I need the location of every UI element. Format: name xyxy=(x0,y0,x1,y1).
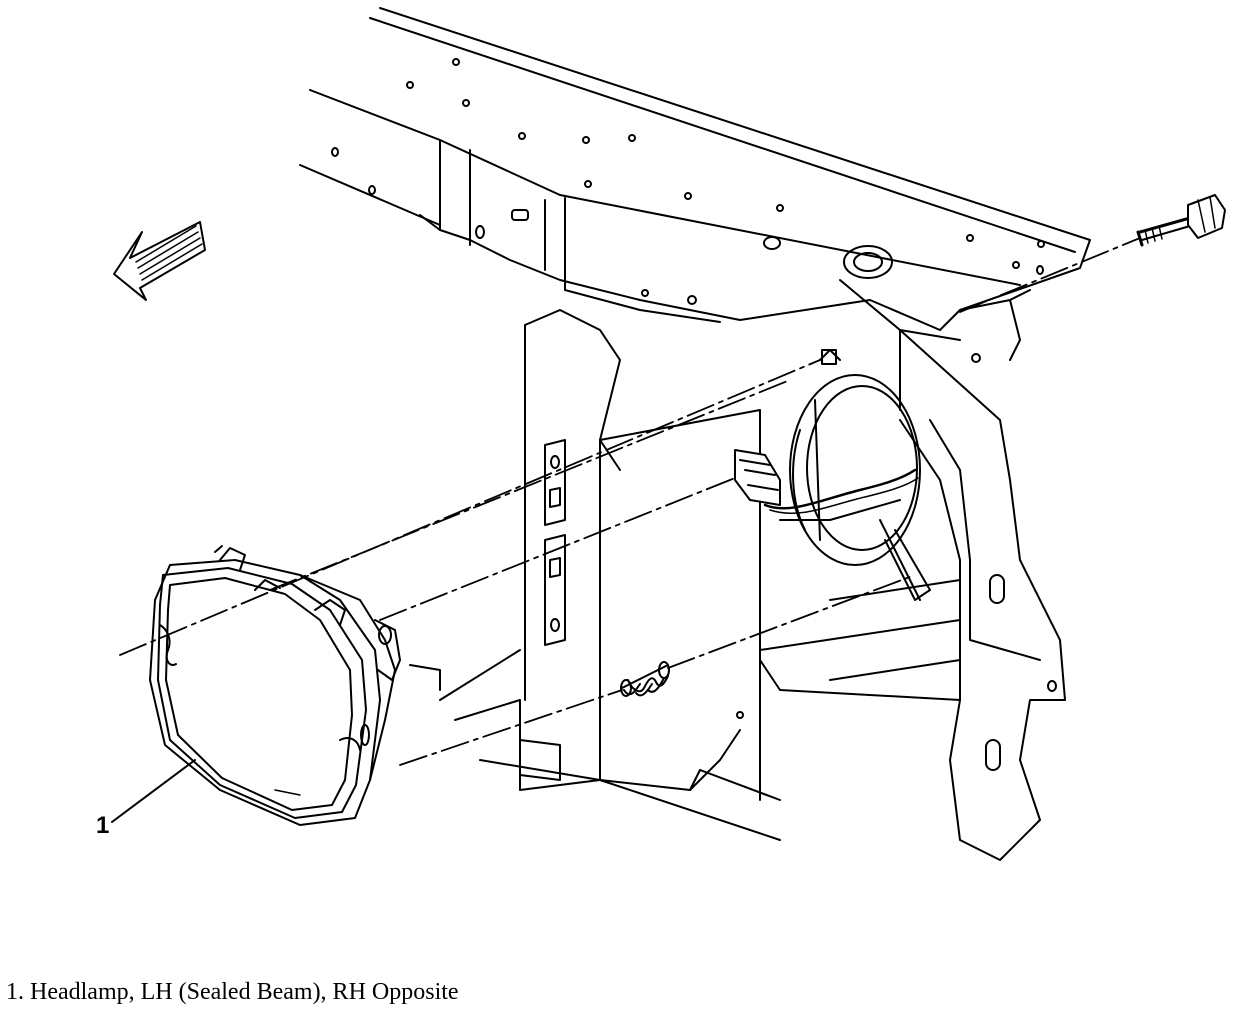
side-bracket-panel xyxy=(736,329,1066,861)
headlamp-sealed-beam xyxy=(149,545,441,826)
retaining-spring-icon xyxy=(620,661,670,697)
front-direction-arrow-icon xyxy=(113,221,206,301)
callout-leader-1 xyxy=(111,759,196,823)
radiator-support-tie-bar xyxy=(299,7,1091,411)
alignment-lines xyxy=(119,237,1141,766)
legend-item-1: 1. Headlamp, LH (Sealed Beam), RH Opposi… xyxy=(6,979,459,1005)
mounting-bolt-icon xyxy=(1136,194,1226,247)
callout-number-1: 1 xyxy=(96,812,110,839)
headlamp-housing-ring xyxy=(779,349,931,601)
headlamp-mounting-panel xyxy=(439,309,781,841)
electrical-connector-icon xyxy=(734,449,919,515)
